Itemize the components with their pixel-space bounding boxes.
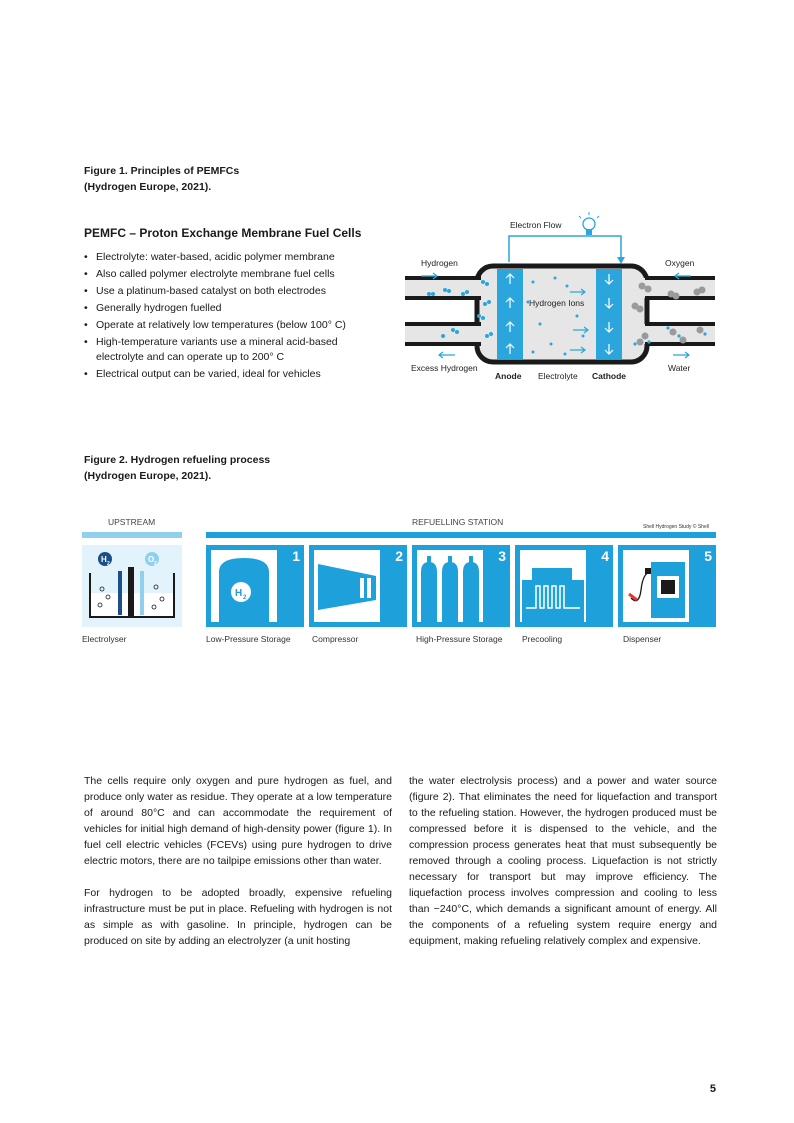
panel-number: 1 <box>292 548 300 564</box>
oxygen-label: Oxygen <box>665 258 695 268</box>
electrolyte-arrows <box>570 288 589 354</box>
h2-subscript: 2 <box>243 595 247 601</box>
figure2-caption-line2: (Hydrogen Europe, 2021). <box>84 470 212 482</box>
water-hydrogen-dots <box>633 326 707 346</box>
panel-compressor: 2 <box>309 545 407 627</box>
refuelling-station-label: REFUELLING STATION <box>412 517 504 527</box>
stage-label-high-pressure-storage: High-Pressure Storage <box>416 634 503 644</box>
figure1-caption-line1: Figure 1. Principles of PEMFCs <box>84 165 240 177</box>
dispenser-icon <box>628 562 685 618</box>
h2-symbol: H <box>235 588 242 599</box>
upstream-label: UPSTREAM <box>108 517 156 527</box>
electrolyser-panel: H 2 O 2 <box>82 545 182 627</box>
hydrogen-in-arrow <box>421 272 438 280</box>
credit-label: Shell Hydrogen Study © Shell <box>643 524 709 530</box>
stage-label-electrolyser: Electrolyser <box>82 634 127 644</box>
cathode-label: Cathode <box>592 371 626 381</box>
stage-label-low-pressure-storage: Low-Pressure Storage <box>206 634 291 644</box>
stage-label-compressor: Compressor <box>312 634 359 644</box>
pemfc-diagram-graphic <box>405 212 715 365</box>
bullet-item: Use a platinum-based catalyst on both el… <box>84 284 384 299</box>
body-column-left: The cells require only oxygen and pure h… <box>84 773 392 965</box>
stage-label-precooling: Precooling <box>522 634 563 644</box>
bullet-item: High-temperature variants use a mineral … <box>84 335 384 365</box>
bullet-item: Also called polymer electrolyte membrane… <box>84 267 384 282</box>
figure1-caption-line2: (Hydrogen Europe, 2021). <box>84 181 212 193</box>
bullet-item: Electrical output can be varied, ideal f… <box>84 367 384 382</box>
bullet-item: Electrolyte: water-based, acidic polymer… <box>84 250 384 265</box>
upstream-bar <box>82 532 182 538</box>
electrolyser-icon: H 2 O 2 <box>89 552 175 618</box>
stage-label-dispenser: Dispenser <box>623 634 662 644</box>
panel-dispenser: 5 <box>618 545 716 627</box>
pipe-left-bottom <box>405 324 483 344</box>
hydrogen-label: Hydrogen <box>421 258 458 268</box>
pemfc-heading: PEMFC – Proton Exchange Membrane Fuel Ce… <box>84 226 362 240</box>
electrolyte-label: Electrolyte <box>538 371 578 381</box>
bullet-item: Generally hydrogen fuelled <box>84 301 384 316</box>
bullet-item: Operate at relatively low temperatures (… <box>84 318 384 333</box>
water-label: Water <box>668 363 691 373</box>
o2-subscript: 2 <box>154 561 157 567</box>
panel-precooling: 4 <box>515 545 613 627</box>
cathode-arrows <box>604 274 614 355</box>
excess-hydrogen-arrow <box>438 351 455 359</box>
anode-arrows <box>505 273 515 354</box>
panel-high-pressure-storage: 3 <box>412 545 510 627</box>
pipe-left-top <box>405 278 483 298</box>
figure1-caption: Figure 1. Principles of PEMFCs (Hydrogen… <box>84 163 239 195</box>
excess-hydrogen-label: Excess Hydrogen <box>411 363 478 373</box>
electron-flow-arrowhead <box>617 257 625 264</box>
body-paragraph: The cells require only oxygen and pure h… <box>84 775 392 867</box>
pemfc-bullet-list: Electrolyte: water-based, acidic polymer… <box>84 250 384 384</box>
h2-subscript: 2 <box>107 561 110 567</box>
cylinders-icon <box>421 556 479 622</box>
panel-low-pressure-storage: H 2 1 <box>206 545 304 627</box>
anode-label: Anode <box>495 371 522 381</box>
body-paragraph: the water electrolysis process) and a po… <box>409 775 717 947</box>
hydrogen-ions-label: Hydrogen Ions <box>529 298 585 308</box>
hydrogen-ion-dots <box>526 276 585 356</box>
lightbulb-icon <box>578 212 600 235</box>
panel-number: 4 <box>601 548 609 564</box>
precooling-icon <box>522 568 584 622</box>
page-number: 5 <box>709 1083 716 1095</box>
figure2-caption: Figure 2. Hydrogen refueling process (Hy… <box>84 452 270 484</box>
electron-flow-wire <box>508 235 622 262</box>
o2-symbol: O <box>148 555 154 564</box>
oxygen-molecules <box>631 282 706 346</box>
compressor-icon <box>318 564 376 610</box>
refuelling-station-bar <box>206 532 716 538</box>
body-column-right: the water electrolysis process) and a po… <box>409 773 717 965</box>
pemfc-diagram: Electron Flow Hydrogen Oxygen Hydrogen I… <box>405 212 715 387</box>
water-out-arrow <box>673 351 690 359</box>
panel-number: 3 <box>498 548 506 564</box>
storage-tank-icon: H 2 <box>219 558 269 622</box>
panel-number: 5 <box>704 548 712 564</box>
h2-symbol: H <box>101 555 107 564</box>
body-paragraph: For hydrogen to be adopted broadly, expe… <box>84 887 392 947</box>
panel-number: 2 <box>395 548 403 564</box>
electron-flow-label: Electron Flow <box>510 220 562 230</box>
oxygen-in-arrow <box>674 272 691 280</box>
figure2-caption-line1: Figure 2. Hydrogen refueling process <box>84 454 271 466</box>
hydrogen-molecules <box>427 280 493 338</box>
